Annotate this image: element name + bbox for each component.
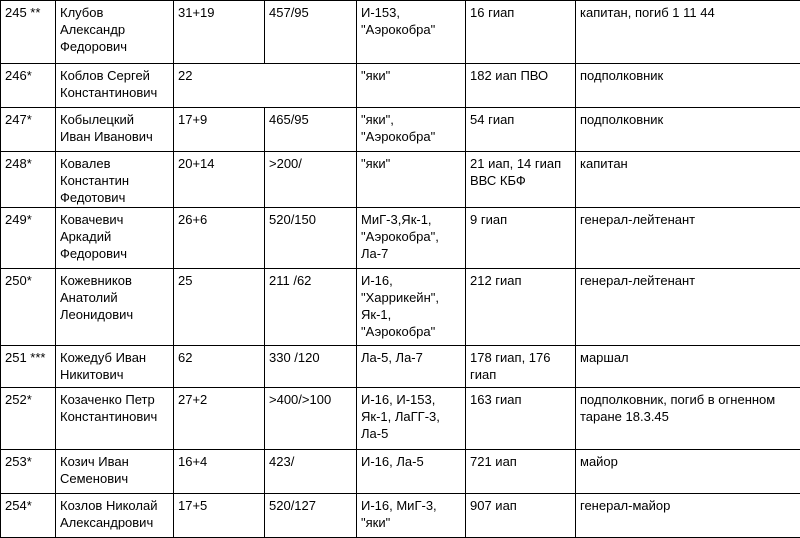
cell-rank: генерал-лейтенант <box>576 208 800 269</box>
cell-unit: 9 гиап <box>466 208 576 269</box>
table-row: 250* Кожевников Анатолий Леонидович 25 2… <box>1 269 800 346</box>
cell-rank: генерал-лейтенант <box>576 269 800 346</box>
cell-unit: 178 гиап, 176 гиап <box>466 346 576 388</box>
cell-number: 252* <box>1 388 56 450</box>
cell-victories: 17+5 <box>174 494 265 538</box>
cell-name: Кожедуб Иван Никитович <box>56 346 174 388</box>
cell-aircraft: И-16, Ла-5 <box>357 450 466 494</box>
cell-name: Ковачевич Аркадий Федорович <box>56 208 174 269</box>
cell-unit: 54 гиап <box>466 108 576 152</box>
cell-unit: 907 иап <box>466 494 576 538</box>
cell-victories: 31+19 <box>174 1 265 64</box>
table-row: 248* Ковалев Константин Федотович 20+14 … <box>1 152 800 208</box>
cell-number: 253* <box>1 450 56 494</box>
cell-rank: подполковник, погиб в огненном таране 18… <box>576 388 800 450</box>
cell-name: Козич Иван Семенович <box>56 450 174 494</box>
cell-unit: 212 гиап <box>466 269 576 346</box>
cell-sorties: 520/150 <box>265 208 357 269</box>
cell-number: 248* <box>1 152 56 208</box>
cell-name: Коблов Сергей Константинович <box>56 64 174 108</box>
cell-victories: 26+6 <box>174 208 265 269</box>
cell-rank: подполковник <box>576 108 800 152</box>
cell-sorties: 211 /62 <box>265 269 357 346</box>
cell-aircraft: И-16, МиГ-3, "яки" <box>357 494 466 538</box>
cell-sorties: 423/ <box>265 450 357 494</box>
table-row: 246* Коблов Сергей Константинович 22 "як… <box>1 64 800 108</box>
cell-aircraft: Ла-5, Ла-7 <box>357 346 466 388</box>
cell-unit: 21 иап, 14 гиап ВВС КБФ <box>466 152 576 208</box>
cell-name: Кожевников Анатолий Леонидович <box>56 269 174 346</box>
cell-aircraft: "яки" <box>357 152 466 208</box>
cell-aircraft: И-153, "Аэрокобра" <box>357 1 466 64</box>
cell-number: 245 ** <box>1 1 56 64</box>
cell-victories: 16+4 <box>174 450 265 494</box>
table-row: 254* Козлов Николай Александрович 17+5 5… <box>1 494 800 538</box>
cell-name: Козаченко Петр Константинович <box>56 388 174 450</box>
cell-rank: капитан <box>576 152 800 208</box>
cell-aircraft: "яки", "Аэрокобра" <box>357 108 466 152</box>
cell-victories: 25 <box>174 269 265 346</box>
cell-name: Кобылецкий Иван Иванович <box>56 108 174 152</box>
cell-rank: маршал <box>576 346 800 388</box>
cell-number: 254* <box>1 494 56 538</box>
cell-unit: 721 иап <box>466 450 576 494</box>
cell-sorties: 457/95 <box>265 1 357 64</box>
cell-number: 246* <box>1 64 56 108</box>
cell-rank: капитан, погиб 1 11 44 <box>576 1 800 64</box>
table-row: 249* Ковачевич Аркадий Федорович 26+6 52… <box>1 208 800 269</box>
cell-unit: 16 гиап <box>466 1 576 64</box>
cell-number: 249* <box>1 208 56 269</box>
cell-name: Ковалев Константин Федотович <box>56 152 174 208</box>
cell-sorties: 520/127 <box>265 494 357 538</box>
cell-victories: 17+9 <box>174 108 265 152</box>
cell-sorties: 330 /120 <box>265 346 357 388</box>
table-row: 247* Кобылецкий Иван Иванович 17+9 465/9… <box>1 108 800 152</box>
cell-sorties: >400/>100 <box>265 388 357 450</box>
cell-victories: 22 <box>174 64 357 108</box>
cell-rank: подполковник <box>576 64 800 108</box>
table-row: 251 *** Кожедуб Иван Никитович 62 330 /1… <box>1 346 800 388</box>
cell-victories: 20+14 <box>174 152 265 208</box>
table-row: 245 ** Клубов Александр Федорович 31+19 … <box>1 1 800 64</box>
cell-aircraft: И-16, "Харрикейн", Як-1, "Аэрокобра" <box>357 269 466 346</box>
cell-victories: 27+2 <box>174 388 265 450</box>
table-row: 253* Козич Иван Семенович 16+4 423/ И-16… <box>1 450 800 494</box>
cell-aircraft: И-16, И-153, Як-1, ЛаГГ-3, Ла-5 <box>357 388 466 450</box>
cell-aircraft: "яки" <box>357 64 466 108</box>
cell-aircraft: МиГ-3,Як-1, "Аэрокобра", Ла-7 <box>357 208 466 269</box>
cell-victories: 62 <box>174 346 265 388</box>
cell-unit: 182 иап ПВО <box>466 64 576 108</box>
cell-number: 251 *** <box>1 346 56 388</box>
cell-sorties: >200/ <box>265 152 357 208</box>
cell-name: Козлов Николай Александрович <box>56 494 174 538</box>
cell-rank: майор <box>576 450 800 494</box>
cell-name: Клубов Александр Федорович <box>56 1 174 64</box>
cell-number: 247* <box>1 108 56 152</box>
cell-unit: 163 гиап <box>466 388 576 450</box>
cell-number: 250* <box>1 269 56 346</box>
table-row: 252* Козаченко Петр Константинович 27+2 … <box>1 388 800 450</box>
cell-rank: генерал-майор <box>576 494 800 538</box>
cell-sorties: 465/95 <box>265 108 357 152</box>
